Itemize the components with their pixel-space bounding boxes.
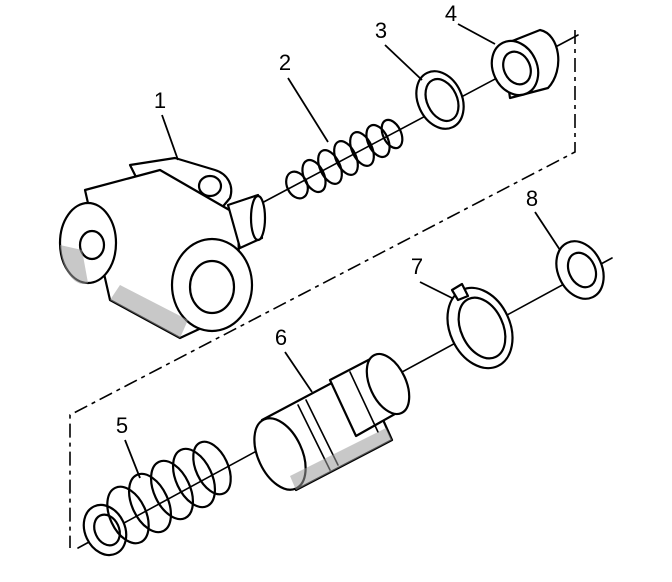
callout-labels: 1 2 3 4 5 6 7 8	[116, 1, 538, 438]
callout-4: 4	[445, 1, 457, 26]
callout-5: 5	[116, 413, 128, 438]
callout-1: 1	[154, 88, 166, 113]
leader-1	[161, 114, 179, 161]
leader-4	[457, 23, 496, 45]
part-6-valve-spool	[253, 352, 411, 492]
part-5-large-spring	[82, 440, 232, 557]
leader-6	[284, 351, 313, 393]
callout-7: 7	[411, 254, 423, 279]
part-7-snap-ring	[446, 282, 514, 370]
part-8-washer	[555, 240, 605, 300]
leader-3	[384, 44, 423, 81]
leader-5	[124, 439, 141, 479]
callout-6: 6	[275, 325, 287, 350]
leader-2	[287, 77, 329, 143]
leader-7	[419, 281, 453, 299]
part-1-valve-body	[58, 156, 267, 340]
part-4-end-plug	[490, 28, 560, 100]
assembly-guide-frame	[69, 30, 576, 548]
callout-2: 2	[279, 50, 291, 75]
part-2-small-spring	[285, 118, 404, 200]
callout-8: 8	[526, 186, 538, 211]
leader-8	[534, 211, 561, 251]
leader-lines	[124, 23, 561, 479]
callout-3: 3	[375, 18, 387, 43]
part-3-retaining-ring	[415, 70, 465, 130]
